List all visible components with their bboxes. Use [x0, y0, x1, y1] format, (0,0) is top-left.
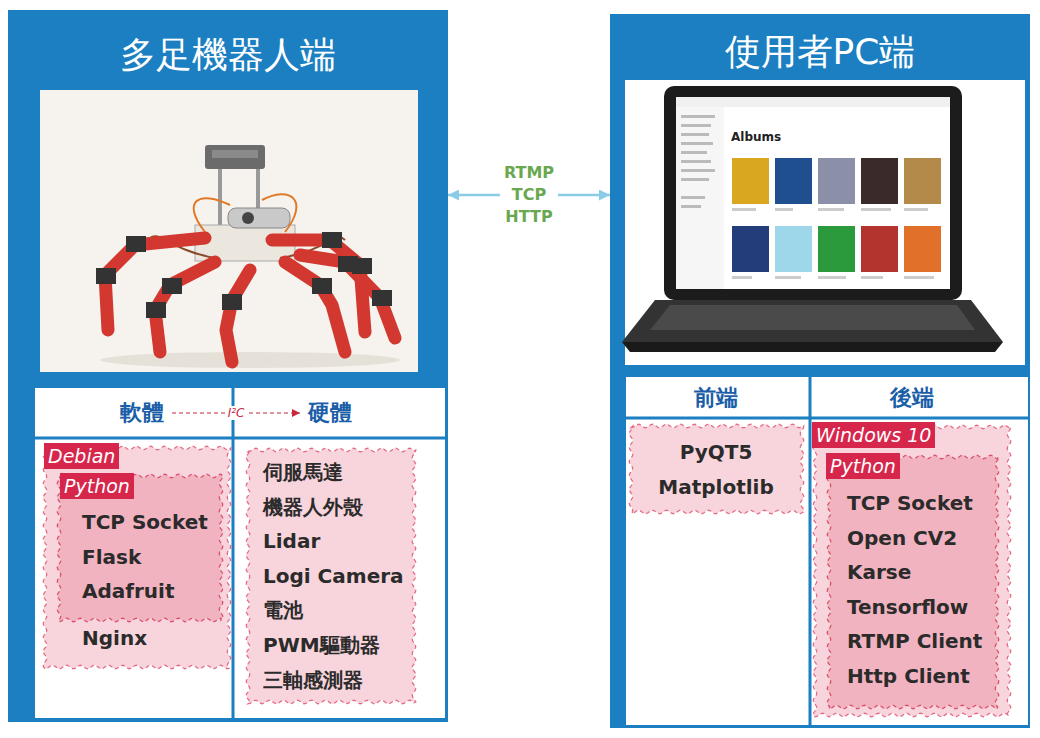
panel-fill — [610, 14, 1030, 728]
item-text: 電池 — [263, 596, 303, 624]
tag-label: Debian — [44, 443, 119, 469]
os-box: Windows 10 PythonTCP SocketOpen CV2KarseT… — [812, 424, 1012, 718]
header-text: 硬體 — [308, 399, 352, 427]
wavy-outline — [628, 423, 805, 515]
language-box: PythonTCP SocketOpen CV2KarseTensorflowR… — [826, 454, 1000, 710]
edge-label: RTMP TCP HTTP — [500, 160, 558, 230]
item-text: TCP Socket — [847, 489, 973, 517]
hardware-box: 伺服馬達機器人外殼 LidarLogi Camera 電池 PWM驅動器三軸感測器 — [245, 447, 417, 705]
tag-label: Python — [826, 453, 900, 479]
tag-label: Python — [60, 473, 134, 499]
header-text: 軟體 — [120, 399, 164, 427]
item-text: Open CV2 — [847, 524, 957, 552]
wavy-outline-path — [246, 448, 416, 704]
item-text: 伺服馬達 — [263, 458, 343, 486]
panel-title: 多足機器人端 — [120, 33, 336, 77]
item-text: Karse — [847, 558, 911, 586]
table-rule — [626, 417, 1028, 420]
photo-ground — [625, 80, 1025, 365]
item-text: 三軸感測器 — [263, 666, 363, 694]
item-text: Lidar — [263, 527, 320, 555]
edge-label: I²C — [226, 406, 247, 420]
item-text: Nginx — [82, 624, 147, 652]
screen-heading: Albums — [731, 130, 781, 145]
pc-panel: 使用者PC端前端 後端 PyQT5Matplotlib Windows 10 Pytho… — [610, 14, 1030, 728]
language-box: PythonTCP SocketFlaskAdafruit — [56, 473, 224, 623]
table-ground — [626, 377, 1028, 725]
os-box: DebianNginxPythonTCP SocketFlaskAdafruit — [42, 445, 232, 670]
item-text: RTMP Client — [847, 627, 982, 655]
item-text: PWM驅動器 — [263, 631, 380, 659]
panel-fill — [8, 10, 448, 722]
table-header: 硬體 — [300, 397, 360, 429]
panel-title: 使用者PC端 — [725, 30, 916, 74]
wavy-outline-path — [827, 455, 999, 709]
item-text: Tensorflow — [847, 593, 968, 621]
item-text: PyQT5 — [680, 438, 753, 466]
item-text: Adafruit — [82, 577, 175, 605]
photo-ground — [40, 90, 418, 372]
item-text: TCP Socket — [82, 508, 208, 536]
header-text: 前端 — [694, 384, 738, 412]
frontend-box: PyQT5Matplotlib — [628, 423, 805, 515]
item-text: Matplotlib — [658, 473, 773, 501]
table-header: 後端 — [882, 382, 942, 414]
tag-label: Windows 10 — [812, 422, 935, 448]
item-text: Logi Camera — [263, 562, 404, 590]
header-text: 後端 — [890, 384, 934, 412]
table-header: 軟體 — [112, 397, 172, 429]
item-text: Http Client — [847, 662, 970, 690]
table-header: 前端 — [686, 382, 746, 414]
wavy-outline-path — [629, 424, 804, 514]
robot-panel: 多足機器人端軟體硬體DebianNginxPythonTCP SocketFla… — [8, 10, 448, 722]
laptop-illustration — [622, 86, 1003, 352]
table-rule — [232, 388, 235, 718]
wavy-outline-path — [43, 446, 231, 669]
table-ground — [35, 388, 445, 718]
wavy-outline-path — [813, 425, 1011, 717]
item-text: Flask — [82, 543, 141, 571]
robot-illustration — [96, 145, 400, 368]
item-text: 機器人外殼 — [263, 493, 363, 521]
table-rule — [35, 437, 445, 440]
